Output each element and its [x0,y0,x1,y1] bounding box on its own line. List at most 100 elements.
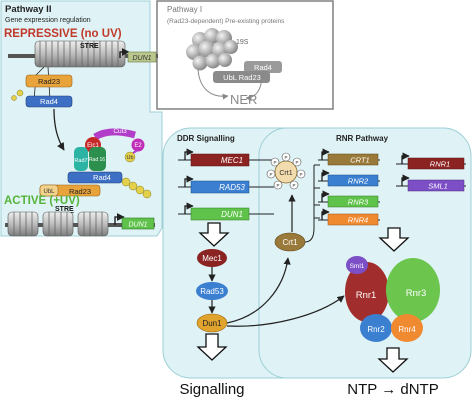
block-arrow-rnr-2 [377,347,409,373]
rnr-right-genes: RNR1 SML1 [396,152,466,192]
promoter-arrow-rnr4 [321,208,330,220]
cul3-arm [132,149,139,154]
phospho-1 [270,157,280,167]
block-arrow-ddr-2 [196,333,228,361]
arrow-dun1-to-crt1 [226,257,291,324]
gene-rnr1-label: RNR1 [430,160,450,169]
ubl-rad23-pathway1-label: UbL Rad23 [223,73,261,82]
phospho-7-label: P [292,183,295,188]
protein-mec1 [197,249,227,267]
protein-dun1-label: Dun1 [202,319,222,328]
rad4-repressive-label: Rad4 [40,97,58,106]
rad4-complex-label: Rad4 [93,173,111,182]
proteasome-label: 19S [236,39,249,46]
gene-sml1-label: SML1 [428,182,448,191]
gene-mec1 [190,153,250,167]
complex-rnr2 [360,314,392,342]
gene-sml1 [407,179,465,192]
gene-rnr4-label: RNR4 [348,216,368,225]
gene-rnr2-label: RNR2 [348,177,369,186]
phospho-2-label: P [284,155,287,160]
cul3-bar [93,128,136,141]
block-arrow-rnr-1 [378,227,410,252]
ub-label-top: Ub [126,155,133,161]
pathway-ii-subtitle: Gene expression regulation [5,17,91,24]
gene-rnr1 [407,157,465,170]
ubl-complex-label: UbL [43,189,55,195]
pathway-i-subtitle: (Rad23-dependent) Pre-existing proteins [167,18,285,25]
promoter-arrow-dun1-active [114,213,125,225]
complex-rnr1 [345,262,389,322]
promoter-arrow-rnr1 [401,152,410,164]
ddr-genes: MEC1 RAD53 DUN1 [178,148,274,221]
promoter-arrow-sml1 [401,174,410,186]
pathway-ii-title: Pathway II [5,4,51,15]
elc1-label: Elc1 [87,143,99,149]
phospho-7 [289,180,299,190]
phospho-5-label: P [299,172,302,177]
dot-left-1 [16,89,24,97]
gene-mec1-label: MEC1 [221,156,243,165]
ub-chain-1 [121,177,131,187]
phospho-4 [266,169,276,179]
rnr-output-label: NTP → dNTP [347,381,438,398]
promoter-arrow-rnr3 [321,190,330,202]
ub-chain-4 [142,189,152,199]
rad4-pathway1-label: Rad4 [254,63,272,72]
phospho-3 [292,157,302,167]
phospho-5 [296,169,306,179]
phospho-4-label: P [269,172,272,177]
rad4-pathway1 [244,61,282,73]
ub-chain-3 [135,185,145,195]
active-label: ACTIVE (+UV) [4,195,80,207]
crt1-phospho-complex: P P P P P P P Crt1 [266,152,306,190]
gene-dun1 [190,207,250,221]
repressive-label: REPRESSIVE (no UV) [4,28,122,40]
ubl-complex-box [39,184,59,197]
ddr-output-label: Signalling [179,381,244,398]
promoter-arrow-rad53 [184,175,194,187]
dot-left-2 [11,95,17,101]
promoter-arrow-rnr2 [321,169,330,181]
rad7-node [74,147,88,171]
e2-label: E2 [134,143,142,149]
stre-label-active: STRE [55,206,74,213]
proteasome-19s [186,28,238,71]
rad4-repressive [25,95,73,108]
arrow-repressive-to-complex [53,108,65,151]
gene-dun1-repressive-label: DUN1 [132,55,151,62]
promoter-arrow-crt1 [321,148,330,160]
e3-ligase-complex: Cul3 Elc1 E2 Ub Rad7 Rad 16 Rad4 UbL Rad… [39,128,152,199]
gene-dun1-label: DUN1 [221,210,243,219]
protein-rad53 [196,282,228,300]
gene-crt1-label: CRT1 [350,156,369,165]
block-arrow-ddr-1 [198,222,230,247]
ddr-title: DDR Signalling [177,134,235,143]
ub-chain-2 [128,181,138,191]
pathway-i-panel [156,0,334,110]
phospho-2 [281,152,291,162]
repression-bracket [304,165,315,243]
rad4-complex [67,171,123,184]
gene-rnr3 [327,195,379,208]
arrow-dun1-to-rnr-complex [226,295,345,327]
phospho-6 [273,180,283,190]
gene-dun1-repressive [127,51,157,63]
ner-label: NER [230,92,257,107]
stre-label-repressive: STRE [80,43,99,50]
repressive-chromatin [8,40,158,68]
gene-crt1 [327,153,379,166]
phospho-3-label: P [295,160,298,165]
complex-rnr2-label: Rnr2 [367,325,385,334]
rnr-title: RNR Pathway [336,134,389,143]
pathway-i-title: Pathway I [167,5,202,14]
gene-dun1-active [121,217,155,230]
repression-tick-1 [314,164,320,219]
complex-rnr4-label: Rnr4 [398,325,416,334]
cul3-label: Cul3 [113,128,127,135]
promoter-arrow-mec1 [184,148,194,160]
complex-rnr3 [386,258,440,322]
complex-sml1-label: Sml1 [350,263,365,270]
ubl-rad23-pathway1 [213,71,270,83]
